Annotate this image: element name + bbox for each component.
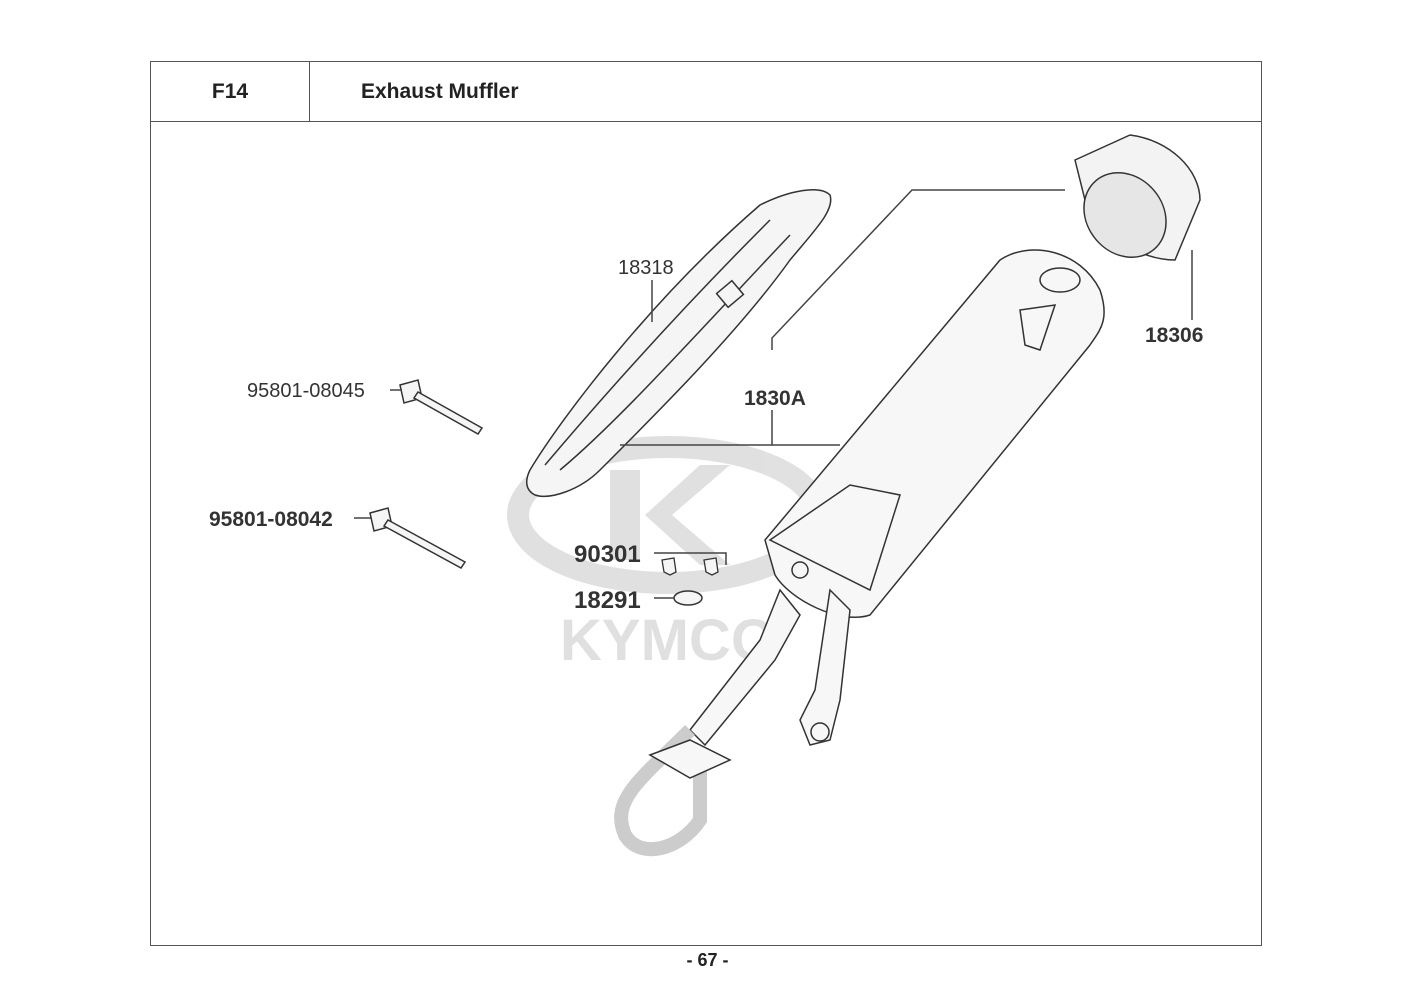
kymco-watermark: KYMCO — [507, 436, 829, 673]
heat-shield-bracket — [715, 279, 745, 309]
bolt-95801-08042 — [369, 507, 467, 569]
exhaust-pipe-upper — [689, 588, 801, 747]
heat-shield-ridge — [544, 219, 771, 466]
screw-a — [661, 557, 677, 576]
section-code-text: F14 — [211, 79, 249, 103]
hanger-bushing — [810, 722, 830, 742]
muffler-part — [614, 249, 1105, 857]
watermark-k-arms — [645, 465, 730, 565]
section-title-cell: Exhaust Muffler — [309, 61, 1262, 122]
leader-1830A-top — [771, 189, 1065, 350]
label-1830A: 1830A — [744, 387, 806, 410]
leader-90301 — [654, 552, 727, 565]
muffler-end-cap — [1039, 267, 1081, 293]
end-cover-part — [1074, 134, 1201, 261]
muffler-inlet-housing — [768, 484, 901, 592]
page-number: - 67 - — [686, 950, 729, 970]
watermark-text: KYMCO — [560, 608, 776, 673]
muffler-hanger-arm — [799, 588, 851, 746]
screws-90301 — [661, 557, 719, 576]
label-18291: 18291 — [574, 587, 641, 614]
label-95801-08042: 95801-08042 — [209, 508, 333, 531]
label-90301: 90301 — [574, 541, 641, 568]
watermark-k-stem — [610, 470, 640, 560]
heat-shield-outline — [525, 189, 832, 497]
end-cover-opening — [1083, 172, 1167, 258]
heat-shield-part — [525, 189, 832, 497]
label-18306: 18306 — [1145, 324, 1203, 347]
label-18318: 18318 — [618, 257, 674, 279]
bolt-shank — [412, 391, 484, 435]
section-title: Exhaust Muffler — [361, 80, 519, 103]
leader-lines — [354, 189, 1193, 599]
label-95801-08045: 95801-08045 — [247, 380, 365, 402]
bolt-95801-08045 — [399, 379, 484, 435]
muffler-mount-hole — [791, 561, 809, 579]
washer-18291 — [673, 590, 703, 606]
diagram-frame — [150, 121, 1262, 946]
bolt-shank — [382, 519, 467, 569]
exhaust-pipe-bend — [614, 725, 707, 857]
heat-shield-ridge-2 — [559, 234, 791, 471]
screw-b — [703, 557, 719, 576]
exhaust-flange — [648, 739, 732, 779]
muffler-bracket — [1019, 304, 1057, 351]
